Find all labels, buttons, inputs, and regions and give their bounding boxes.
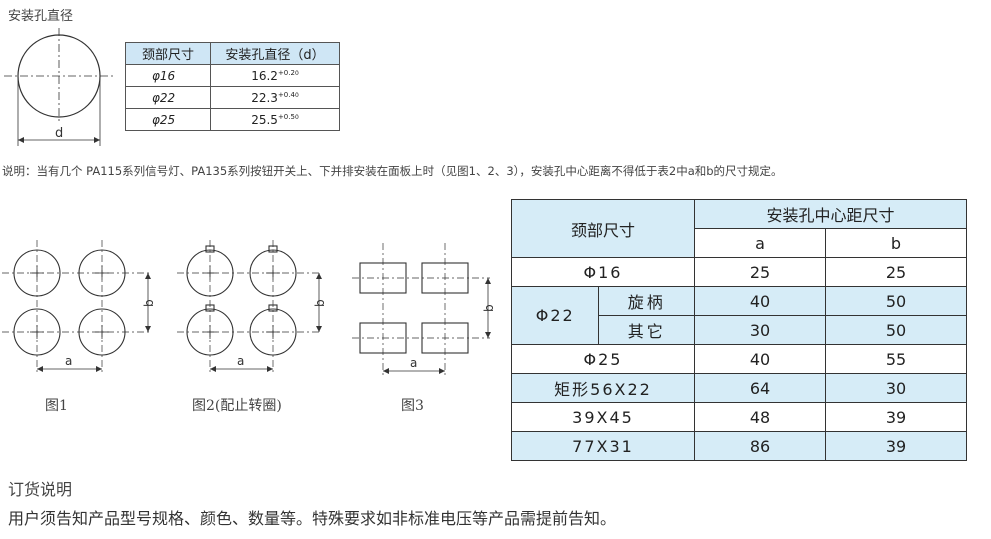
table-header-b: b bbox=[825, 228, 967, 258]
figure-2-caption: 图2(配止转圈) bbox=[192, 398, 282, 414]
dimension-a-label: a bbox=[237, 354, 244, 368]
value-a: 40 bbox=[694, 286, 826, 316]
hole-diameter-title: 安装孔直径 bbox=[8, 9, 74, 24]
value-b: 39 bbox=[825, 431, 967, 461]
figure-1-caption: 图1 bbox=[45, 398, 68, 414]
figure-3-diagram: b a bbox=[352, 243, 496, 375]
value-b: 30 bbox=[825, 373, 967, 403]
value-b: 25 bbox=[825, 257, 967, 287]
neck-size: 77X31 bbox=[511, 431, 695, 461]
table-row: Φ16 25 25 bbox=[511, 257, 967, 287]
diameter-base: 25.5 bbox=[251, 112, 278, 127]
dimension-a-label: a bbox=[410, 356, 417, 370]
value-a: 40 bbox=[694, 344, 826, 374]
neck-size: Φ16 bbox=[511, 257, 695, 287]
tolerance-lower: 0 bbox=[294, 91, 299, 99]
installation-note: 说明：当有几个 PA115系列信号灯、PA135系列按钮开关上、下并排安装在面板… bbox=[2, 164, 783, 178]
sub-type: 其它 bbox=[598, 315, 695, 345]
sub-type: 旋柄 bbox=[598, 286, 695, 316]
tolerance-upper: +0.5 bbox=[277, 112, 295, 121]
table-header-distance: 安装孔中心距尺寸 bbox=[694, 199, 967, 229]
value-b: 50 bbox=[825, 286, 967, 316]
hole-diameter: 22.3+0.40 bbox=[210, 86, 340, 109]
table-row: Φ22 旋柄 40 50 bbox=[510, 286, 967, 345]
neck-size: φ16 bbox=[125, 64, 211, 87]
tolerance-upper: +0.2 bbox=[277, 68, 295, 77]
value-a: 48 bbox=[694, 402, 826, 432]
value-b: 55 bbox=[825, 344, 967, 374]
dimension-b-label: b bbox=[313, 299, 327, 307]
hole-diameter-table: 颈部尺寸 安装孔直径（d） φ16 16.2+0.20 φ22 22.3+0.4… bbox=[125, 42, 340, 131]
value-a: 86 bbox=[694, 431, 826, 461]
dimension-b-label: b bbox=[482, 304, 496, 312]
table-row: φ16 16.2+0.20 bbox=[125, 64, 340, 87]
value-a: 64 bbox=[694, 373, 826, 403]
dimension-a-label: a bbox=[65, 354, 72, 368]
table-row: 77X31 86 39 bbox=[511, 431, 967, 461]
table-row: Φ25 40 55 bbox=[511, 344, 967, 374]
neck-size: Φ25 bbox=[511, 344, 695, 374]
value-a: 30 bbox=[694, 315, 826, 345]
order-notes-body: 用户须告知产品型号规格、颜色、数量等。特殊要求如非标准电压等产品需提前告知。 bbox=[8, 509, 617, 528]
diameter-base: 16.2 bbox=[251, 68, 278, 83]
tolerance-upper: +0.4 bbox=[277, 90, 295, 99]
dimension-b-label: b bbox=[142, 299, 156, 307]
table-row: 矩形56X22 64 30 bbox=[511, 373, 967, 403]
table-header-a: a bbox=[694, 228, 826, 258]
small-table-header-neck: 颈部尺寸 bbox=[125, 42, 211, 65]
neck-size: φ25 bbox=[125, 108, 211, 131]
diameter-label: d bbox=[55, 126, 63, 141]
diameter-base: 22.3 bbox=[251, 90, 278, 105]
order-notes-title: 订货说明 bbox=[8, 480, 73, 499]
center-distance-table: 颈部尺寸 安装孔中心距尺寸 a b Φ16 25 25 Φ22 旋柄 40 50… bbox=[510, 199, 967, 461]
hole-diameter: 16.2+0.20 bbox=[210, 64, 340, 87]
neck-size: 39X45 bbox=[511, 402, 695, 432]
neck-size: Φ22 bbox=[510, 286, 600, 345]
value-b: 39 bbox=[825, 402, 967, 432]
tolerance-lower: 0 bbox=[294, 113, 299, 121]
table-header-neck: 颈部尺寸 bbox=[511, 199, 695, 258]
table-row: φ22 22.3+0.40 bbox=[125, 86, 340, 109]
tolerance-lower: 0 bbox=[294, 69, 299, 77]
hole-diameter-diagram: d bbox=[4, 28, 114, 146]
neck-size: 矩形56X22 bbox=[511, 373, 695, 403]
figure-2-diagram: b a bbox=[177, 240, 327, 373]
table-row: φ25 25.5+0.50 bbox=[125, 108, 340, 131]
value-b: 50 bbox=[825, 315, 967, 345]
figure-3-caption: 图3 bbox=[401, 398, 424, 414]
value-a: 25 bbox=[694, 257, 826, 287]
table-row: 39X45 48 39 bbox=[511, 402, 967, 432]
neck-size: φ22 bbox=[125, 86, 211, 109]
figure-1-diagram: b a bbox=[2, 240, 156, 373]
hole-diameter: 25.5+0.50 bbox=[210, 108, 340, 131]
small-table-header-diameter: 安装孔直径（d） bbox=[210, 42, 340, 65]
